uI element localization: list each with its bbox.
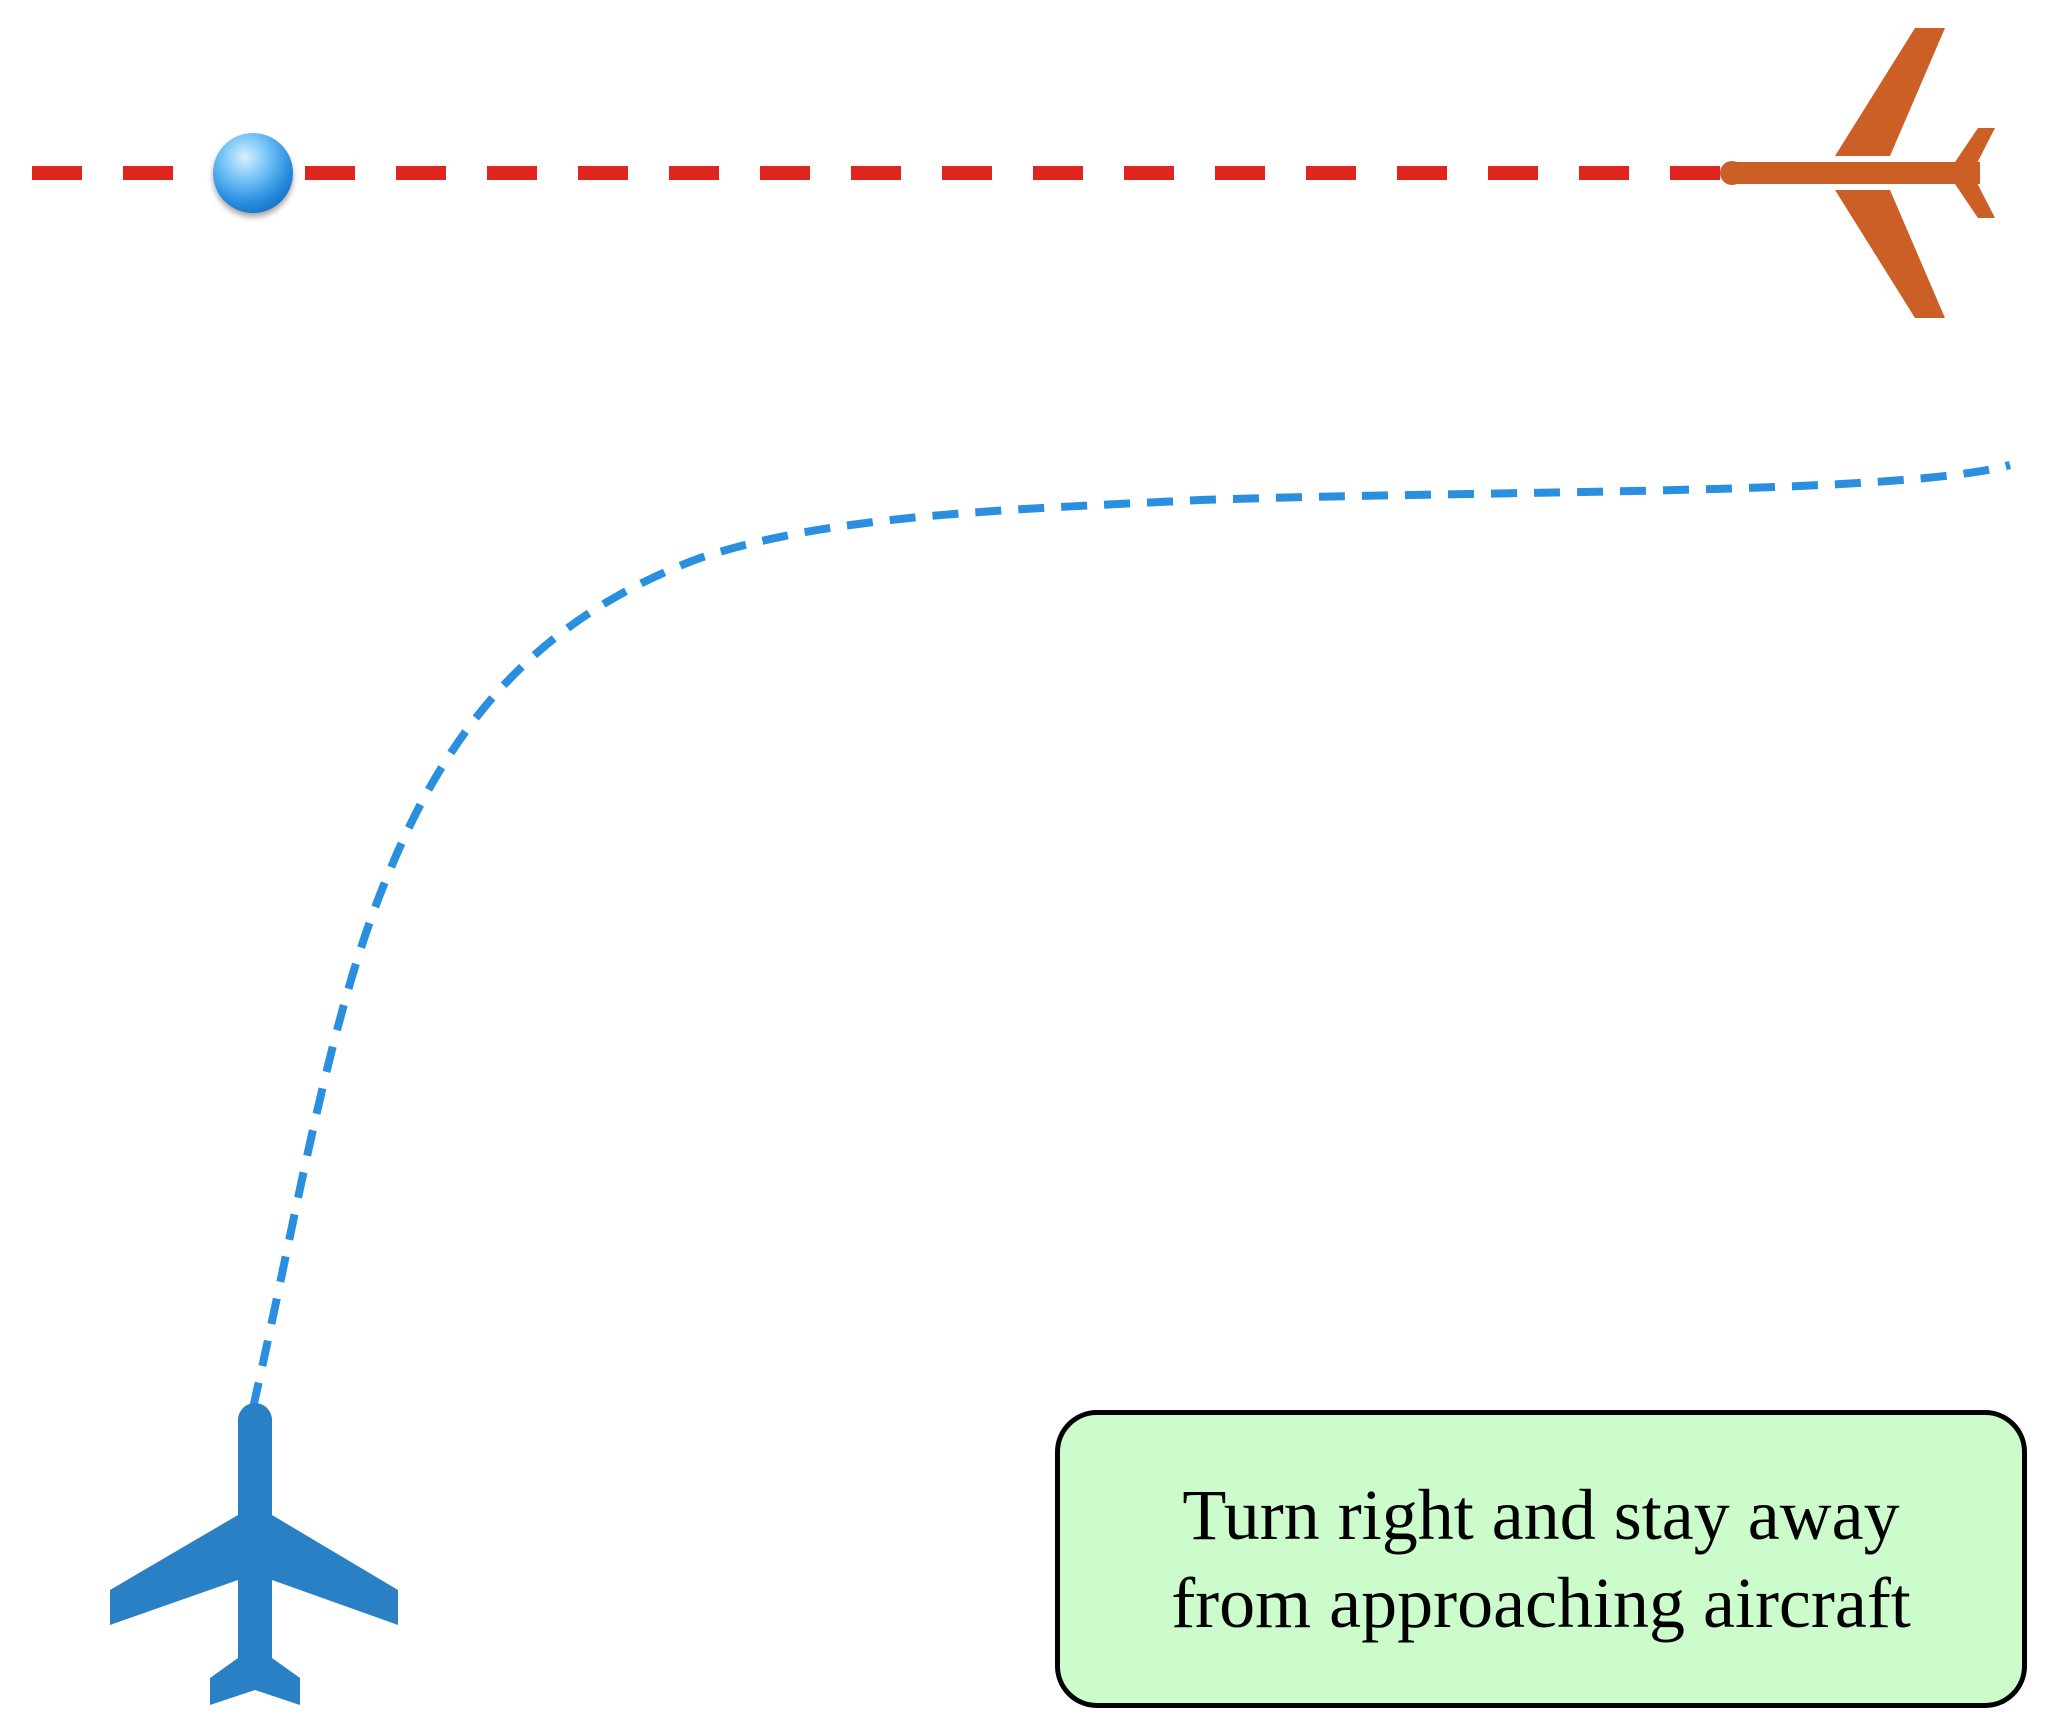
conflict-point-marker [213,133,293,213]
intruder-airplane-icon [1720,28,1995,318]
instruction-text: Turn right and stay away from approachin… [1171,1475,1911,1643]
avoidance-flight-path [249,461,2012,1409]
own-airplane-icon [110,1403,398,1705]
instruction-box: Turn right and stay away from approachin… [1055,1410,2027,1708]
